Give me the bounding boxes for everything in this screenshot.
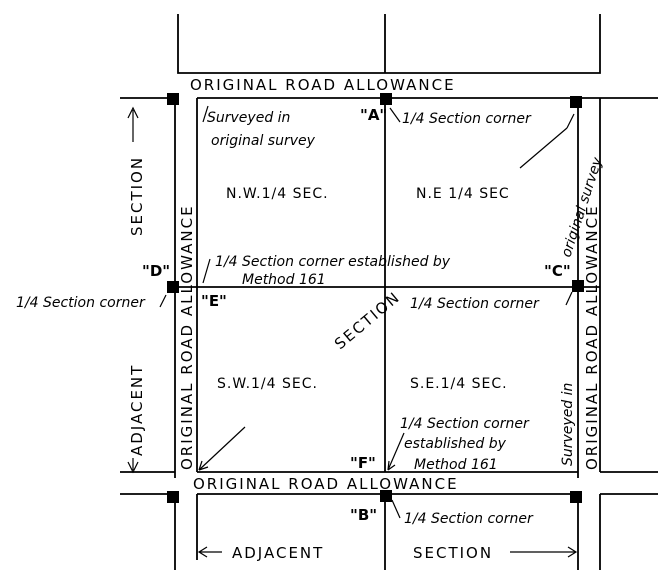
- corner-d-note: 1/4 Section corner: [16, 295, 146, 311]
- method-top-note-2: Method 161: [242, 272, 326, 288]
- top-road-north-edge: [177, 14, 601, 74]
- corner-c-leader: [565, 291, 573, 306]
- annotations: Surveyed in original survey 1/4 Section …: [16, 105, 606, 527]
- monument-d: [167, 281, 179, 293]
- bottom-dimension-arrow-right: [510, 546, 578, 558]
- method-f-note-1: 1/4 Section corner: [400, 416, 530, 432]
- bottom-dimension-arrow-left: [197, 546, 222, 558]
- left-section-label: SECTION: [128, 156, 146, 236]
- point-c-label: "C": [544, 262, 571, 280]
- left-adjacent-label: ADJACENT: [128, 364, 146, 456]
- left-dimension-arrow-bottom: [127, 461, 139, 474]
- corner-a-note: 1/4 Section corner: [402, 111, 532, 127]
- method-top-leader: [202, 258, 211, 284]
- f-corner-arrow: [387, 432, 405, 471]
- corner-b-note: 1/4 Section corner: [404, 511, 534, 527]
- top-road-label: ORIGINAL ROAD ALLOWANCE: [190, 76, 456, 94]
- bottom-road-label: ORIGINAL ROAD ALLOWANCE: [193, 475, 459, 493]
- sw-quarter-label: S.W.1/4 SEC.: [217, 376, 318, 392]
- corner-c-note: 1/4 Section corner: [410, 296, 540, 312]
- method-top-note-1: 1/4 Section corner established by: [215, 254, 451, 270]
- surveyed-nw-leader: [202, 105, 209, 123]
- monument-c: [572, 280, 584, 292]
- bottom-adjacent-labels: ADJACENT SECTION: [197, 544, 578, 562]
- corner-a-leader: [389, 107, 401, 123]
- surveyed-right-note-1: Surveyed in: [560, 383, 576, 466]
- bottom-section-label: SECTION: [413, 544, 493, 562]
- left-dimension-arrow-top: [127, 106, 139, 119]
- nw-quarter-label: N.W.1/4 SEC.: [226, 186, 329, 202]
- f-corner-arrow-head: [387, 460, 396, 471]
- left-road-extension: [174, 494, 198, 570]
- section-diagonal-label: SECTION: [331, 288, 404, 353]
- point-f-label: "F": [350, 454, 376, 472]
- corner-b-leader: [391, 499, 401, 519]
- point-d-label: "D": [142, 262, 170, 280]
- monument-a: [380, 93, 392, 105]
- sw-corner-arrow-head: [198, 460, 209, 471]
- quarter-lines: [175, 98, 600, 472]
- surveyed-nw-note-2: original survey: [211, 133, 316, 149]
- left-adjacent-labels: SECTION ADJACENT: [127, 106, 146, 474]
- monument-sw: [167, 491, 179, 503]
- se-quarter-label: S.E.1/4 SEC.: [410, 376, 508, 392]
- monument-ne: [570, 96, 582, 108]
- point-a-label: "A": [360, 106, 387, 124]
- surveyed-right-leader-top: [519, 113, 575, 169]
- monument-b: [380, 490, 392, 502]
- point-e-label: "E": [201, 292, 227, 310]
- method-f-note-2: established by: [404, 436, 507, 452]
- surveyed-nw-note-1: Surveyed in: [207, 110, 290, 126]
- method-f-note-3: Method 161: [414, 457, 498, 473]
- monument-se: [570, 491, 582, 503]
- corner-markers: [167, 93, 584, 503]
- monument-nw: [167, 93, 179, 105]
- left-road-label: ORIGINAL ROAD ALLOWANCE: [178, 204, 196, 470]
- sw-corner-arrow: [198, 426, 246, 471]
- corner-d-leader: [159, 294, 167, 308]
- point-b-label: "B": [350, 506, 377, 524]
- bottom-adjacent-label: ADJACENT: [232, 544, 324, 562]
- right-road-label: ORIGINAL ROAD ALLOWANCE: [583, 204, 601, 470]
- ne-quarter-label: N.E 1/4 SEC: [416, 186, 510, 202]
- right-road-extension: [577, 494, 601, 570]
